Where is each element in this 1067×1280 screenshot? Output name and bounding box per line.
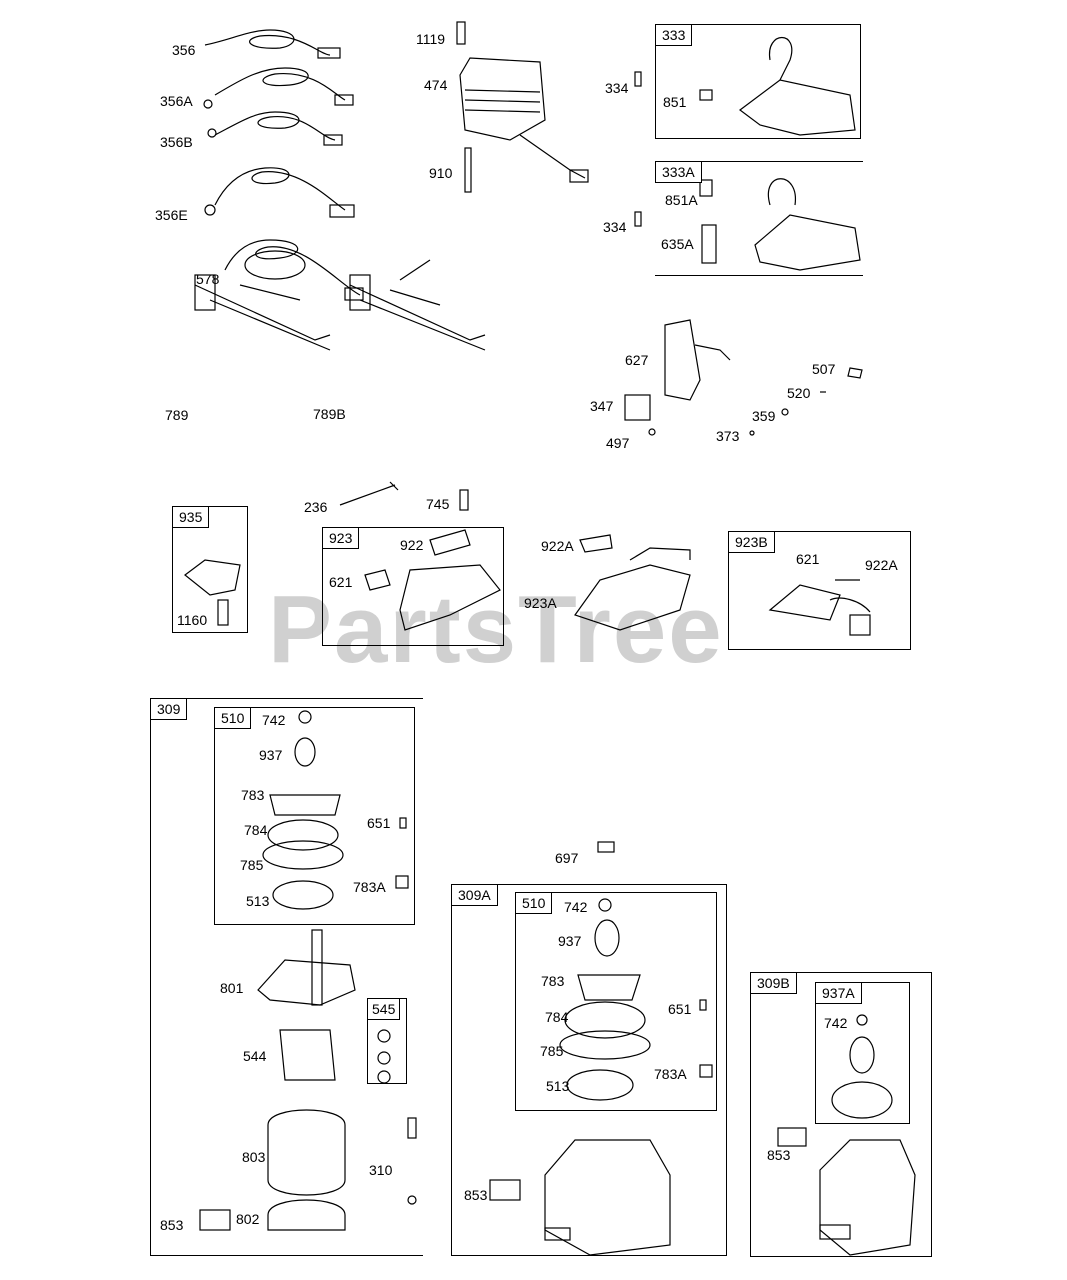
part-label[interactable]: 310 xyxy=(369,1162,393,1178)
box-935: 935 xyxy=(172,506,248,633)
wire-harness-356-group xyxy=(203,29,364,301)
part-label[interactable]: 783A xyxy=(654,1066,687,1082)
part-label[interactable]: 789B xyxy=(313,406,346,422)
part-label[interactable]: 621 xyxy=(796,551,820,567)
box-309-label: 309 xyxy=(151,699,188,720)
part-label[interactable]: 520 xyxy=(787,385,811,401)
governor-923 xyxy=(364,529,501,631)
box-545-label: 545 xyxy=(368,999,401,1020)
part-label[interactable]: 373 xyxy=(716,428,740,444)
part-label[interactable]: 803 xyxy=(242,1149,266,1165)
part-label[interactable]: 853 xyxy=(160,1217,184,1233)
part-label[interactable]: 853 xyxy=(767,1147,791,1163)
part-label[interactable]: 853 xyxy=(464,1187,488,1203)
box-309B-label: 309B xyxy=(751,973,797,994)
part-label[interactable]: 334 xyxy=(603,219,627,235)
box-510-a: 510 xyxy=(214,707,415,925)
part-label[interactable]: 621 xyxy=(329,574,353,590)
box-545: 545 xyxy=(367,998,407,1084)
part-label[interactable]: 789 xyxy=(165,407,189,423)
box-923B-label: 923B xyxy=(729,532,775,553)
part-label[interactable]: 578 xyxy=(196,271,220,287)
box-935-label: 935 xyxy=(173,507,210,528)
stop-switch-789-group xyxy=(194,259,486,351)
box-510-b: 510 xyxy=(515,892,717,1111)
box-510-b-label: 510 xyxy=(516,893,553,914)
part-label[interactable]: 922A xyxy=(541,538,574,554)
box-333A: 333A xyxy=(655,161,863,276)
part-label[interactable]: 801 xyxy=(220,980,244,996)
part-label[interactable]: 783 xyxy=(241,787,265,803)
box-937A: 937A xyxy=(815,982,910,1124)
part-label[interactable]: 784 xyxy=(545,1009,569,1025)
part-label[interactable]: 651 xyxy=(367,815,391,831)
part-label[interactable]: 783 xyxy=(541,973,565,989)
part-label[interactable]: 635A xyxy=(661,236,694,252)
part-label[interactable]: 356E xyxy=(155,207,188,223)
part-label[interactable]: 784 xyxy=(244,822,268,838)
box-333: 333 xyxy=(655,24,861,139)
part-label[interactable]: 922A xyxy=(865,557,898,573)
part-label[interactable]: 474 xyxy=(424,77,448,93)
part-label[interactable]: 937 xyxy=(558,933,582,949)
part-label[interactable]: 356B xyxy=(160,134,193,150)
bracket-627-group xyxy=(624,319,863,436)
governor-923A xyxy=(574,534,691,631)
part-label[interactable]: 851 xyxy=(663,94,687,110)
part-label[interactable]: 347 xyxy=(590,398,614,414)
box-510-a-label: 510 xyxy=(215,708,252,729)
starter-309B-parts xyxy=(777,1014,916,1256)
part-label[interactable]: 359 xyxy=(752,408,776,424)
link-236 xyxy=(339,481,469,511)
part-label[interactable]: 923A xyxy=(524,595,557,611)
part-label[interactable]: 937 xyxy=(259,747,283,763)
part-label[interactable]: 783A xyxy=(353,879,386,895)
part-label[interactable]: 1160 xyxy=(177,612,208,628)
part-label[interactable]: 356A xyxy=(160,93,193,109)
ignition-333-group xyxy=(634,36,861,271)
part-label[interactable]: 851A xyxy=(665,192,698,208)
part-label[interactable]: 745 xyxy=(426,496,450,512)
ignition-armature-474 xyxy=(456,21,589,193)
part-label[interactable]: 697 xyxy=(555,850,579,866)
part-label[interactable]: 544 xyxy=(243,1048,267,1064)
part-label[interactable]: 356 xyxy=(172,42,196,58)
part-label[interactable]: 742 xyxy=(262,712,286,728)
part-label[interactable]: 334 xyxy=(605,80,629,96)
box-333A-label: 333A xyxy=(655,162,702,183)
part-label[interactable]: 742 xyxy=(564,899,588,915)
part-label[interactable]: 742 xyxy=(824,1015,848,1031)
part-label[interactable]: 651 xyxy=(668,1001,692,1017)
part-label[interactable]: 627 xyxy=(625,352,649,368)
part-label[interactable]: 785 xyxy=(240,857,264,873)
box-309A-label: 309A xyxy=(452,885,498,906)
starter-309-parts xyxy=(199,710,417,1231)
part-label[interactable]: 513 xyxy=(546,1078,570,1094)
part-label[interactable]: 507 xyxy=(812,361,836,377)
part-label[interactable]: 236 xyxy=(304,499,328,515)
box-309A: 309A xyxy=(451,884,727,1256)
governor-935 xyxy=(184,559,241,626)
part-label[interactable]: 802 xyxy=(236,1211,260,1227)
box-923: 923 xyxy=(322,527,504,646)
part-label[interactable]: 513 xyxy=(246,893,270,909)
box-923-label: 923 xyxy=(323,528,360,549)
box-309: 309 xyxy=(150,698,423,1256)
part-label[interactable]: 497 xyxy=(606,435,630,451)
starter-309A-parts xyxy=(489,841,713,1256)
box-923B: 923B xyxy=(728,531,911,650)
part-label[interactable]: 922 xyxy=(400,537,424,553)
box-937A-label: 937A xyxy=(816,983,862,1004)
governor-923B xyxy=(768,579,871,636)
part-label[interactable]: 785 xyxy=(540,1043,564,1059)
box-309B: 309B xyxy=(750,972,932,1257)
part-label[interactable]: 910 xyxy=(429,165,453,181)
part-label[interactable]: 1119 xyxy=(416,31,446,47)
box-333-label: 333 xyxy=(656,25,693,46)
